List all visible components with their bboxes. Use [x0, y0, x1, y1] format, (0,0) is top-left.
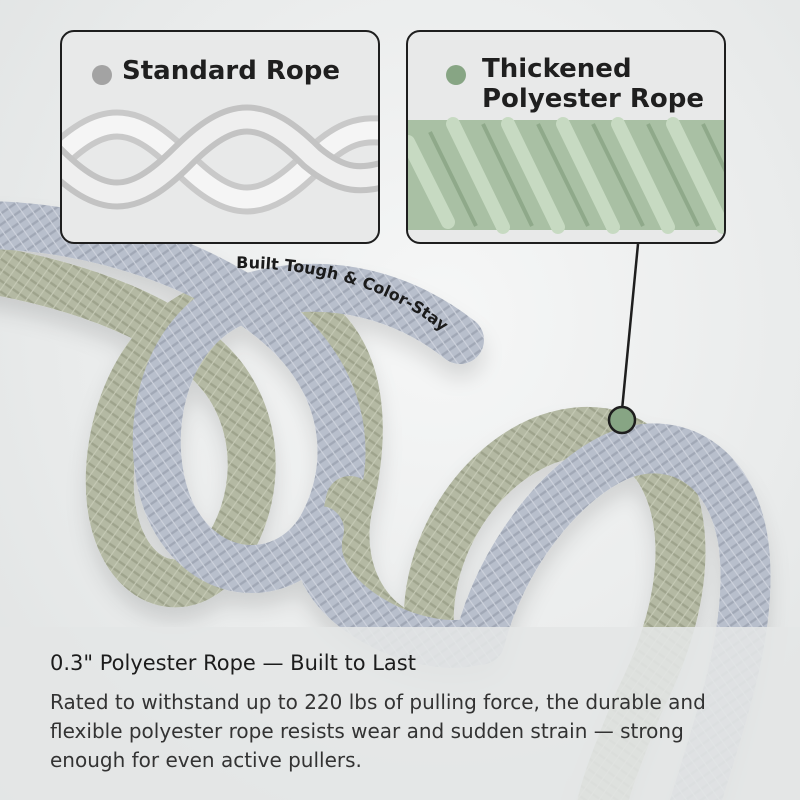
standard-color-dot [92, 65, 112, 85]
info-panel [0, 627, 800, 800]
thickened-rope-label: Thickened Polyester Rope [482, 54, 704, 114]
thickened-color-dot [446, 65, 466, 85]
standard-rope-label: Standard Rope [122, 56, 340, 86]
info-description: Rated to withstand up to 220 lbs of pull… [50, 690, 706, 772]
info-title: 0.3" Polyester Rope — Built to Last [50, 651, 416, 675]
thickened-rope-card: Thickened Polyester Rope [406, 30, 726, 244]
standard-rope-card: Standard Rope [60, 30, 380, 244]
standard-rope-twist-icon [62, 104, 378, 215]
callout-line [620, 243, 640, 411]
thickened-rope-twist-icon [408, 117, 724, 234]
callout-dot [607, 405, 637, 435]
